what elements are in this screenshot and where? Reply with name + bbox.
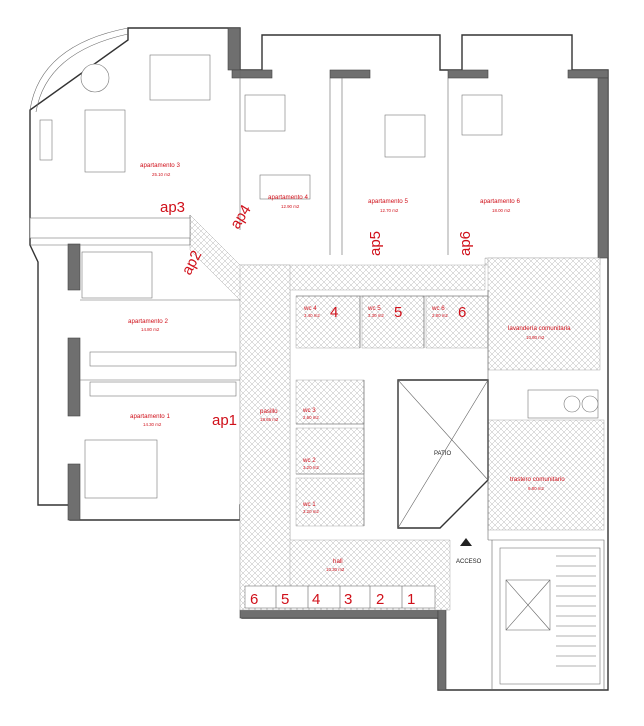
staircase <box>499 547 601 685</box>
pasillo-name: pasillo <box>260 408 278 415</box>
wc5-area: 3.30 m2 <box>368 313 384 318</box>
wc-labels: wc 4 3.40 m2 4 wc 5 3.30 m2 5 wc 6 2.80 … <box>302 304 466 514</box>
wc4-area: 3.40 m2 <box>304 313 320 318</box>
wc5-name: wc 5 <box>367 305 381 312</box>
locker-3: 3 <box>344 591 352 608</box>
wc2-area: 3.20 m2 <box>303 465 319 470</box>
wc4-num: 4 <box>330 304 338 321</box>
trastero-name: trastero comunitario <box>510 476 565 483</box>
label-ap1: apartamento 1 14.30 m2 ap1 <box>130 412 237 429</box>
lavanderia-name: lavandería comunitaria <box>508 325 571 332</box>
label-hall: hall 10.30 m2 <box>326 558 345 572</box>
label-ap6: apartamento 6 18.00 m2 ap6 <box>457 198 520 256</box>
label-ap3: apartamento 3 25.10 m2 ap3 <box>140 162 185 216</box>
wc6-num: 6 <box>458 304 466 321</box>
ap3-name: apartamento 3 <box>140 162 180 169</box>
locker-row: 6 5 4 3 2 1 <box>244 585 436 609</box>
ap5-tag: ap5 <box>367 231 384 256</box>
locker-4: 4 <box>312 591 320 608</box>
locker-2: 2 <box>376 591 384 608</box>
locker-1: 1 <box>407 591 415 608</box>
locker-6: 6 <box>250 591 258 608</box>
wc6-name: wc 6 <box>431 305 445 312</box>
ap6-name: apartamento 6 <box>480 198 520 205</box>
structural-walls <box>67 27 609 691</box>
trastero-area: 9.80 m2 <box>528 486 544 491</box>
hall-name: hall <box>333 558 343 565</box>
wc1-name: wc 1 <box>302 501 316 508</box>
ap1-area: 14.30 m2 <box>143 422 162 427</box>
wc5-num: 5 <box>394 304 402 321</box>
pasillo-area: 18.65 m2 <box>260 417 279 422</box>
acceso-label: ACCESO <box>456 559 482 565</box>
ap6-tag: ap6 <box>457 231 474 256</box>
ap5-name: apartamento 5 <box>368 198 408 205</box>
patio <box>397 379 489 529</box>
locker-5: 5 <box>281 591 289 608</box>
hall-area: 10.30 m2 <box>326 567 345 572</box>
patio-label: PATIO <box>434 451 451 457</box>
ap2-name: apartamento 2 <box>128 318 168 325</box>
label-ap5: apartamento 5 12.70 m2 ap5 <box>367 198 408 256</box>
wc3-area: 2.60 m2 <box>303 415 319 420</box>
wc6-area: 2.80 m2 <box>432 313 448 318</box>
ap6-area: 18.00 m2 <box>492 208 511 213</box>
ap3-area: 25.10 m2 <box>152 172 171 177</box>
wc2-name: wc 2 <box>302 457 316 464</box>
ap3-bay <box>29 27 129 161</box>
ap1-name: apartamento 1 <box>130 413 170 420</box>
wc3-name: wc 3 <box>302 407 316 414</box>
label-lavanderia: lavandería comunitaria 10.80 m2 <box>508 325 571 340</box>
lavanderia-area: 10.80 m2 <box>526 335 545 340</box>
label-pasillo: pasillo 18.65 m2 <box>260 408 279 422</box>
ap3-tag: ap3 <box>160 199 185 216</box>
ap2-area: 14.80 m2 <box>141 327 160 332</box>
wc4-name: wc 4 <box>303 305 317 312</box>
furniture <box>29 54 599 499</box>
entrance-arrow-icon <box>460 538 472 546</box>
ap1-tag: ap1 <box>212 412 237 429</box>
wc-blocks <box>295 257 605 531</box>
label-trastero: trastero comunitario 9.80 m2 <box>510 476 565 491</box>
ap4-area: 12.90 m2 <box>281 204 300 209</box>
partitions <box>30 70 605 690</box>
ap5-area: 12.70 m2 <box>380 208 399 213</box>
ap4-name: apartamento 4 <box>268 194 308 201</box>
wc1-area: 3.20 m2 <box>303 509 319 514</box>
